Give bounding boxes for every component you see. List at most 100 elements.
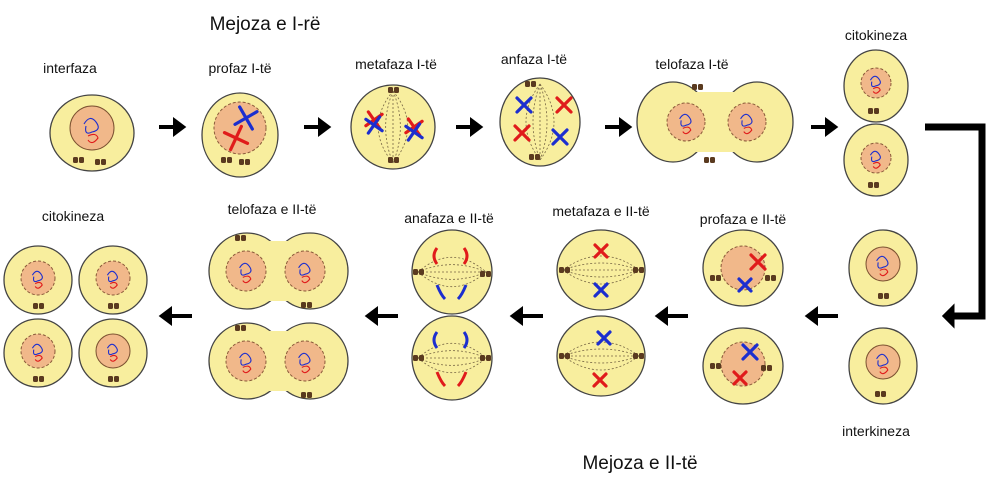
centriole xyxy=(884,293,889,299)
label-interkineza: interkineza xyxy=(842,423,910,439)
nucleus xyxy=(666,102,706,142)
centriole xyxy=(710,275,715,281)
centriole xyxy=(221,157,226,163)
chromatin xyxy=(682,126,692,135)
label-telofaza-1: telofaza I-të xyxy=(655,56,729,72)
nucleus xyxy=(20,333,56,369)
chromosome xyxy=(222,124,250,152)
flow-arrow xyxy=(304,117,332,137)
chromosome xyxy=(593,243,609,259)
chromatin xyxy=(876,353,889,367)
centriole xyxy=(874,108,879,114)
chromosome xyxy=(364,115,384,135)
chromatin xyxy=(879,268,889,277)
spindle-fiber xyxy=(385,90,394,164)
flow-arrow xyxy=(456,117,484,137)
chromatin xyxy=(83,117,99,134)
chromatin xyxy=(106,343,118,356)
centriole xyxy=(486,355,491,361)
nucleus xyxy=(860,67,892,99)
nucleus xyxy=(225,340,267,382)
chromosome xyxy=(749,253,767,271)
centriole xyxy=(73,157,78,163)
flow-arrow xyxy=(509,306,543,326)
connector-arrowhead xyxy=(941,303,955,329)
centriole xyxy=(716,363,721,369)
label-citokineza-2: citokineza xyxy=(41,208,105,224)
spindle-fiber xyxy=(417,271,487,288)
centriole xyxy=(480,355,485,361)
centriole xyxy=(761,365,766,371)
flow-arrow xyxy=(605,117,633,137)
cell-interfaza xyxy=(49,94,135,172)
centriole xyxy=(639,353,644,359)
centriole xyxy=(33,303,38,309)
spindle-fiber xyxy=(392,90,401,164)
centriole xyxy=(95,159,100,165)
centriole xyxy=(413,355,418,361)
nucleus xyxy=(225,250,267,292)
cell-citokineza-1-top xyxy=(843,49,909,123)
chromosome xyxy=(732,370,748,386)
chromatin xyxy=(679,113,692,127)
flow-arrow xyxy=(159,117,187,137)
centriole xyxy=(39,376,44,382)
spindle-fiber xyxy=(562,355,640,371)
chromosome xyxy=(404,122,424,142)
spindle-fiber xyxy=(562,255,640,271)
chromatin xyxy=(869,150,881,163)
centriole xyxy=(875,391,880,397)
centriole xyxy=(114,376,119,382)
cell-interkineza-top xyxy=(848,229,918,307)
centriole xyxy=(307,302,312,308)
flow-arrow xyxy=(654,306,688,326)
centriole xyxy=(692,84,697,90)
chromatin xyxy=(31,343,43,356)
centriole xyxy=(307,392,312,398)
centriole xyxy=(559,353,564,359)
cell-citokineza-1-bottom xyxy=(843,123,909,197)
cell-citokineza-2-4 xyxy=(78,318,148,388)
centriole xyxy=(765,275,770,281)
label-profaza-2: profaza e II-të xyxy=(699,211,787,227)
centriole xyxy=(868,182,873,188)
spindle-fiber xyxy=(377,90,394,164)
cell-telofaza-2-bottom xyxy=(208,322,349,400)
label-interfaza: interfaza xyxy=(43,60,97,76)
cell-metafaza-1 xyxy=(350,84,436,170)
cell-metafaza-2-top xyxy=(556,229,646,311)
spindle-fiber xyxy=(392,90,409,164)
meiosis-2-title: Mejoza e II-të xyxy=(582,453,698,474)
centriole xyxy=(239,159,244,165)
cell-telofaza-2-top xyxy=(208,232,349,310)
chromatin xyxy=(109,354,118,362)
centriole xyxy=(698,84,703,90)
chromatin xyxy=(872,86,881,94)
nucleus xyxy=(865,344,901,380)
label-telofaza-2: telofaza e II-të xyxy=(227,201,317,217)
centriole xyxy=(639,267,644,273)
centriole xyxy=(114,303,119,309)
centriole xyxy=(79,157,84,163)
nucleus xyxy=(720,341,766,387)
spindle-fiber xyxy=(417,256,487,273)
centriole xyxy=(868,108,873,114)
cell-citokineza-2-3 xyxy=(3,318,73,388)
centriole xyxy=(878,293,883,299)
spindle-fiber xyxy=(417,342,487,359)
chromatin xyxy=(34,281,43,289)
chromatin xyxy=(298,262,311,276)
chromatin xyxy=(879,366,889,375)
chromosome xyxy=(435,284,468,301)
centriole xyxy=(101,159,106,165)
cell-profaza-1 xyxy=(201,92,279,178)
spindle-fiber xyxy=(417,357,487,374)
nucleus xyxy=(727,102,767,142)
centriole xyxy=(39,303,44,309)
centriole xyxy=(108,376,113,382)
flow-arrow xyxy=(804,306,838,326)
centriole xyxy=(559,267,564,273)
centriole xyxy=(419,355,424,361)
nucleus xyxy=(95,260,131,296)
chromosome xyxy=(233,105,259,131)
